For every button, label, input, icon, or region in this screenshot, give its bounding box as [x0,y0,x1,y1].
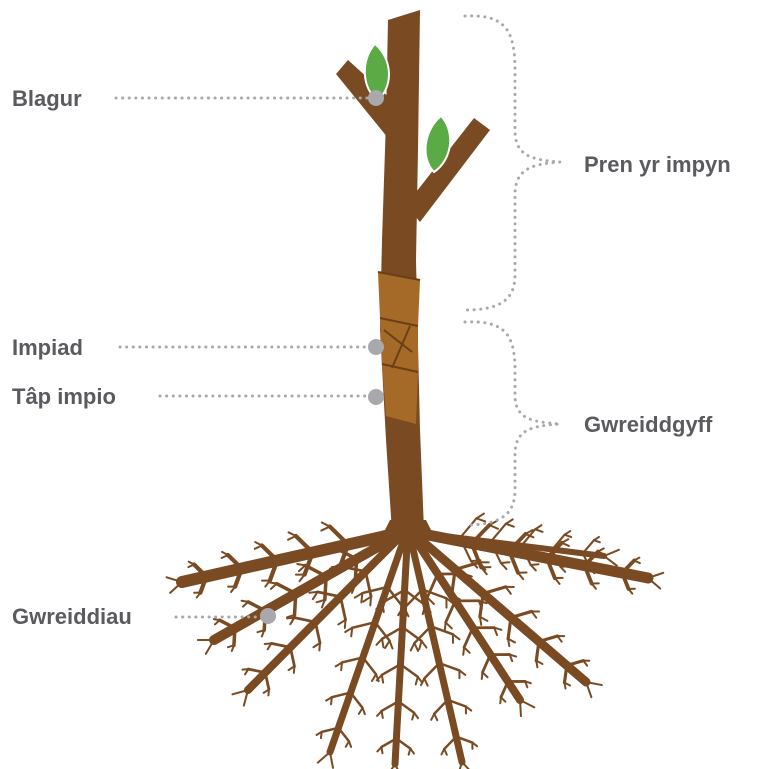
label-graft: Impiad [12,335,83,360]
label-bud: Blagur [12,86,82,111]
roots-illustration [167,514,664,769]
graft-marker [368,339,384,355]
label-rootstock: Gwreiddgyff [584,412,713,437]
rootstock-brace [465,322,560,525]
scion-brace [465,16,560,310]
bud-marker [368,90,384,106]
label-graft-tape: Tâp impio [12,384,116,409]
graft-tape-marker [368,389,384,405]
label-scion: Pren yr impyn [584,152,731,177]
braces [465,16,560,525]
label-roots: Gwreiddiau [12,604,132,629]
tree-trunk [336,10,490,532]
roots-marker [260,608,276,624]
